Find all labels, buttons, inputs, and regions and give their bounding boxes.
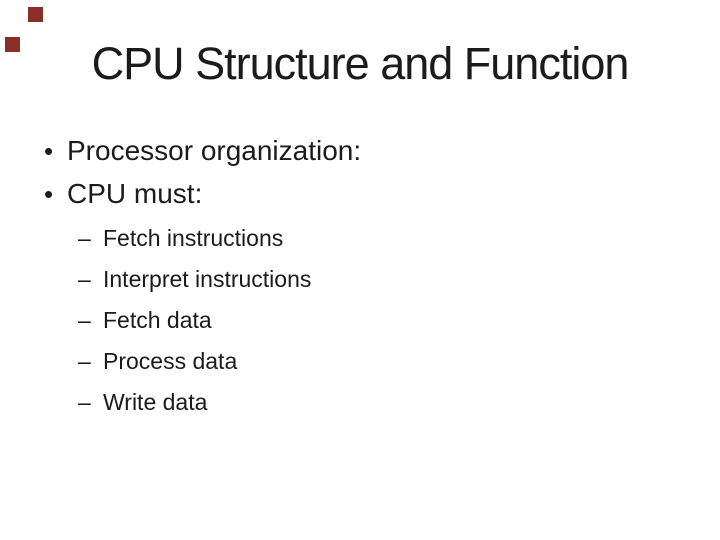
- sub-bullet-item: –Process data: [44, 346, 684, 376]
- decor-square-top: [28, 7, 43, 22]
- dash-marker: –: [78, 266, 91, 292]
- bullet-text: Fetch instructions: [103, 225, 284, 251]
- sub-bullet-item: –Fetch data: [44, 305, 684, 335]
- decor-square-left: [5, 37, 20, 52]
- bullet-text: Write data: [103, 389, 208, 415]
- sub-bullet-item: –Write data: [44, 387, 684, 417]
- sub-bullet-item: –Fetch instructions: [44, 223, 684, 253]
- dash-marker: –: [78, 389, 91, 415]
- bullet-item: • CPU must:: [44, 176, 684, 212]
- bullet-dot-marker: •: [44, 179, 54, 209]
- slide-title: CPU Structure and Function: [91, 38, 630, 89]
- bullet-text: Fetch data: [103, 307, 212, 333]
- bullet-text: Interpret instructions: [103, 266, 312, 292]
- bullet-item: • Processor organization:: [44, 133, 684, 169]
- bullet-text: Processor organization:: [67, 135, 362, 166]
- bullet-list: •Processor organization:•CPU must:–Fetch…: [44, 133, 684, 417]
- bullet-dot-marker: •: [44, 136, 54, 166]
- sub-bullet-item: –Interpret instructions: [44, 264, 684, 294]
- bullet-text: CPU must:: [67, 178, 203, 209]
- dash-marker: –: [78, 225, 91, 251]
- bullet-text: Process data: [103, 348, 238, 374]
- dash-marker: –: [78, 348, 91, 374]
- dash-marker: –: [78, 307, 91, 333]
